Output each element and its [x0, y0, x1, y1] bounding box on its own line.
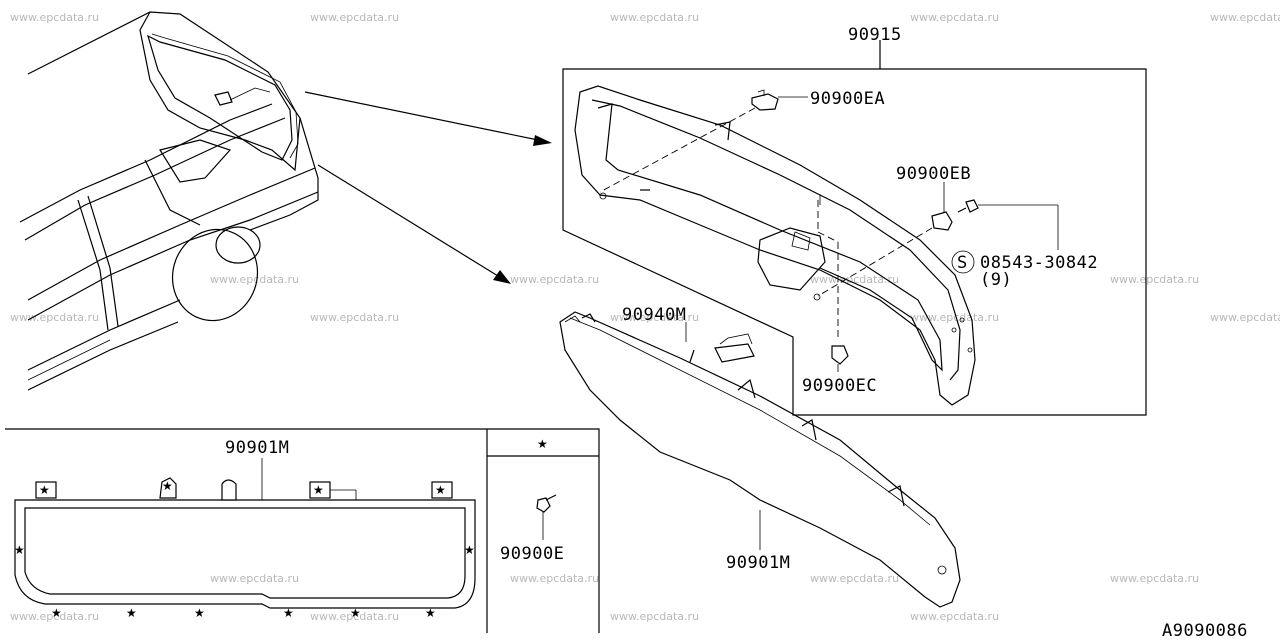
watermark-text: www.epcdata.ru: [1110, 572, 1199, 585]
watermark-text: www.epcdata.ru: [1110, 273, 1199, 286]
watermark-text: www.epcdata.ru: [510, 273, 599, 286]
star-marker-icon: ★: [283, 606, 294, 620]
watermark-text: www.epcdata.ru: [310, 11, 399, 24]
star-marker-icon: ★: [425, 606, 436, 620]
part-label-90940M: 90940M: [622, 305, 686, 325]
flat-trim-detail: 90901M ★ ★ ★ ★ ★ ★ ★ ★ ★ ★ ★ ★: [14, 438, 476, 620]
circled-s-icon: [951, 250, 975, 274]
star-marker-icon: ★: [126, 606, 137, 620]
star-marker-icon: ★: [51, 606, 62, 620]
part-quantity-08543-30842: (9): [980, 270, 1012, 290]
upper-trim-panel: [574, 85, 976, 406]
watermark-text: www.epcdata.ru: [910, 610, 999, 623]
watermark-text: www.epcdata.ru: [210, 273, 299, 286]
part-label-90915: 90915: [848, 25, 902, 45]
star-marker-icon: ★: [39, 483, 50, 497]
watermark-text: www.epcdata.ru: [910, 311, 999, 324]
clip-90900EC: 90900EC: [802, 200, 877, 396]
watermark-text: www.epcdata.ru: [210, 572, 299, 585]
part-label-90900EB: 90900EB: [896, 164, 971, 184]
arrow-head-icon: [533, 135, 552, 146]
watermark-text: www.epcdata.ru: [810, 572, 899, 585]
star-marker-icon: ★: [14, 543, 25, 557]
star-marker-icon: ★: [313, 483, 324, 497]
star-marker-icon: ★: [435, 483, 446, 497]
circled-s-letter: S: [957, 253, 968, 273]
watermark-text: www.epcdata.ru: [310, 610, 399, 623]
arrow-head-icon: [493, 270, 511, 284]
star-marker-icon: ★: [162, 479, 173, 493]
clip-90900E: 90900E: [500, 494, 564, 564]
watermark-text: www.epcdata.ru: [610, 311, 699, 324]
star-marker-icon: ★: [350, 606, 361, 620]
pointer-arrows: [304, 91, 552, 284]
part-label-08543-30842: 08543-30842: [980, 253, 1098, 273]
part-label-90901M-top: 90901M: [225, 438, 289, 458]
watermark-text: www.epcdata.ru: [610, 610, 699, 623]
watermark-text: www.epcdata.ru: [510, 572, 599, 585]
star-marker-icon: ★: [194, 606, 205, 620]
watermark-text: www.epcdata.ru: [10, 311, 99, 324]
clip-90900EA: 90900EA: [599, 89, 885, 193]
watermark-text: www.epcdata.ru: [310, 311, 399, 324]
part-label-90901M-right: 90901M: [726, 553, 790, 573]
part-label-90900E: 90900E: [500, 544, 564, 564]
detail-view-frame: ★: [5, 428, 600, 633]
upper-assembly-frame: 90915: [562, 25, 1147, 416]
watermark-text: www.epcdata.ru: [610, 11, 699, 24]
lower-trim-panel: 90940M 90901M: [559, 305, 961, 608]
star-legend-icon: ★: [537, 437, 548, 451]
watermark-text: www.epcdata.ru: [1210, 311, 1280, 324]
watermark-text: www.epcdata.ru: [10, 11, 99, 24]
watermark-layer: www.epcdata.ru www.epcdata.ru www.epcdat…: [10, 11, 1280, 623]
diagram-code: A9090086: [1162, 621, 1248, 640]
car-rear-illustration: [19, 11, 319, 391]
watermark-text: www.epcdata.ru: [1210, 11, 1280, 24]
part-label-90900EA: 90900EA: [810, 89, 885, 109]
star-marker-icon: ★: [464, 543, 475, 557]
watermark-text: www.epcdata.ru: [10, 610, 99, 623]
part-label-90900EC: 90900EC: [802, 376, 877, 396]
watermark-text: www.epcdata.ru: [910, 11, 999, 24]
clip-90900EB: 90900EB S 08543-30842 (9): [817, 164, 1098, 297]
